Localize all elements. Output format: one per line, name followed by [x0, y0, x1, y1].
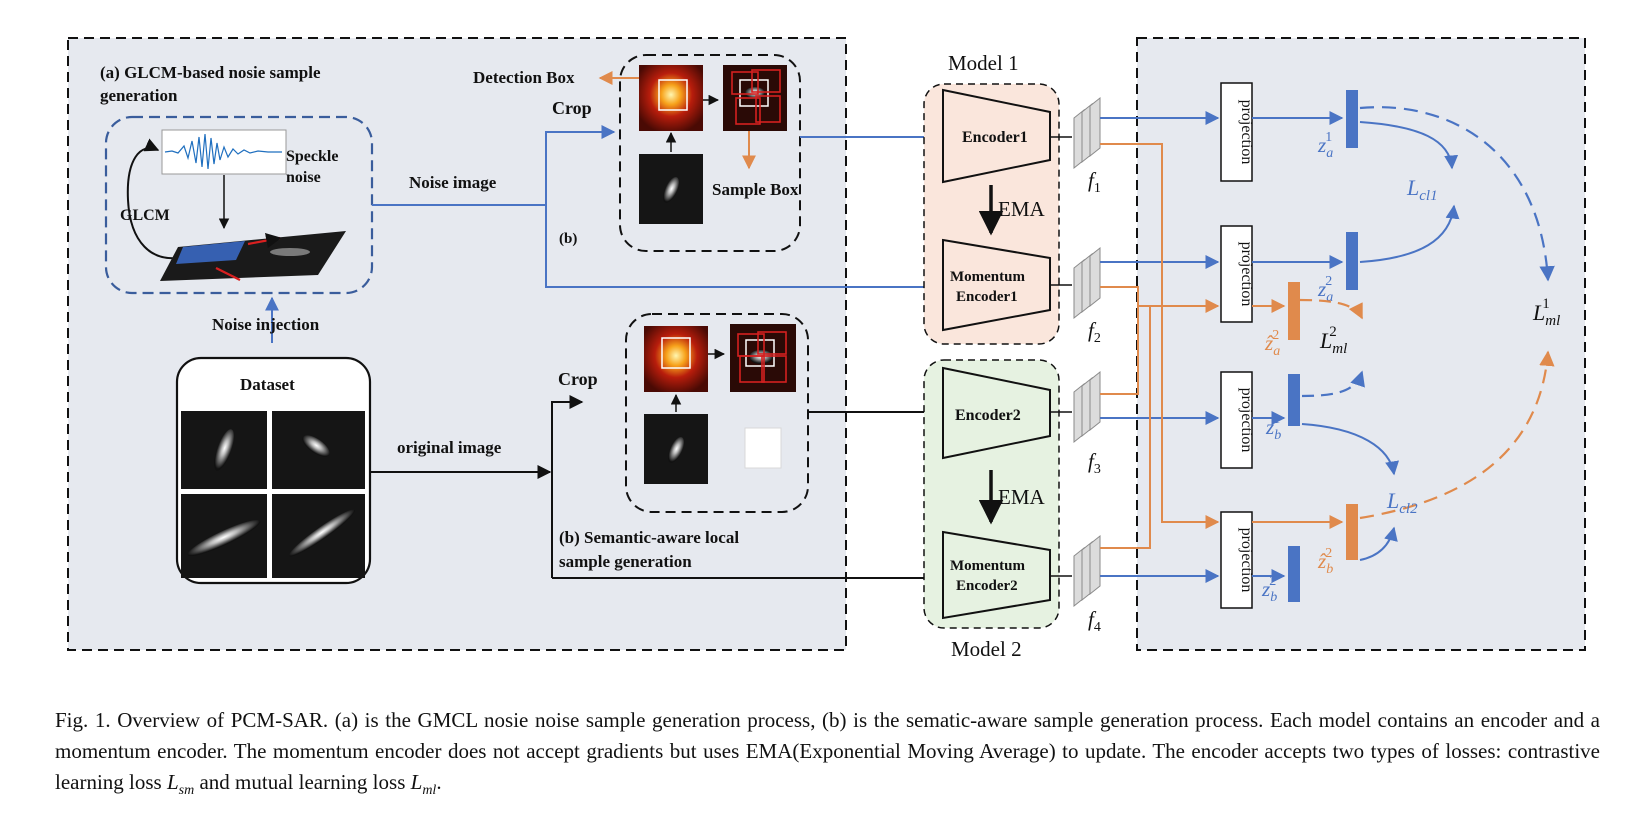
svg-text:projection: projection	[1238, 100, 1255, 165]
caption-text-2: and mutual learning loss	[194, 770, 411, 794]
z-b2-bar	[1288, 546, 1300, 602]
sar-ground-plane	[160, 231, 346, 281]
z-a1-bar	[1346, 90, 1358, 148]
momentum-encoder2-shape	[942, 530, 1051, 620]
momentum2-label-1: Momentum	[950, 558, 1025, 574]
l-ml1-label: Lml1	[1532, 296, 1560, 329]
encoder2-label: Encoder2	[955, 407, 1021, 424]
momentum2-label-2: Encoder2	[956, 578, 1018, 594]
z-a2-label: za2	[1317, 274, 1333, 305]
sample-box-label: Sample Box	[712, 180, 799, 199]
projection-3: projection	[1220, 371, 1255, 469]
encoder1-label: Encoder1	[962, 129, 1028, 146]
original-image-label: original image	[397, 438, 502, 457]
encoder2-shape	[942, 366, 1051, 460]
z-a2-bar	[1346, 232, 1358, 290]
crop-box-top	[619, 54, 801, 252]
speckle-label-1: Speckle	[286, 148, 338, 165]
noise-image-label: Noise image	[409, 173, 497, 192]
caption-lsm: Lsm	[166, 770, 195, 799]
figure-caption: Fig. 1. Overview of PCM-SAR. (a) is the …	[55, 705, 1600, 806]
projection-4: projection	[1220, 511, 1255, 609]
encoder1-shape	[942, 88, 1051, 184]
z-b1-label: zb1	[1265, 412, 1281, 443]
zhat-a2-bar	[1288, 282, 1300, 340]
ema-label-2: EMA	[998, 485, 1046, 509]
crop-label-bottom: Crop	[558, 369, 598, 389]
svg-text:projection: projection	[1238, 528, 1255, 593]
panel-a-title-2: generation	[100, 86, 178, 105]
f4-label: f4	[1088, 607, 1101, 635]
noise-injection-label: Noise injection	[212, 315, 320, 334]
z-a1-label: za1	[1317, 130, 1333, 161]
ema-label-1: EMA	[998, 197, 1046, 221]
momentum-encoder1-shape	[942, 238, 1051, 332]
caption-text-1: Fig. 1. Overview of PCM-SAR. (a) is the …	[55, 708, 1600, 794]
zhat-b2-label: ẑb2	[1317, 546, 1333, 577]
momentum1-label-1: Momentum	[950, 269, 1025, 285]
glcm-label: GLCM	[120, 207, 170, 224]
l-cl1-label: Lcl1	[1406, 175, 1438, 204]
l-cl2-label: Lcl2	[1386, 488, 1418, 517]
momentum1-label-2: Encoder1	[956, 289, 1018, 305]
z-b2-label: zb2	[1261, 574, 1277, 605]
f2-label: f2	[1088, 318, 1101, 346]
projection-1: projection	[1220, 82, 1255, 182]
feature-stacks	[1073, 96, 1101, 608]
svg-text:projection: projection	[1238, 242, 1255, 307]
f1-label: f1	[1088, 168, 1101, 196]
caption-text-3: .	[436, 770, 442, 794]
caption-lml: Lml	[410, 770, 437, 799]
crop-label-top: Crop	[552, 98, 592, 118]
right-panel	[1136, 37, 1586, 651]
model1-label: Model 1	[948, 51, 1019, 75]
model2-label: Model 2	[951, 637, 1022, 661]
panel-a-title-1: (a) GLCM-based nosie sample	[100, 63, 321, 82]
panel-b-title-2: sample generation	[559, 552, 692, 571]
panel-b-title-1: (b) Semantic-aware local	[559, 528, 739, 547]
detection-box-label: Detection Box	[473, 68, 575, 87]
z-b1-bar	[1288, 374, 1300, 426]
dataset-images	[181, 411, 365, 578]
f3-label: f3	[1088, 449, 1101, 477]
zhat-a2-label: ẑa2	[1264, 328, 1280, 359]
speckle-noise-plot	[161, 129, 287, 175]
l-ml2-label: Lml2	[1319, 324, 1347, 357]
speckle-label-2: noise	[286, 169, 321, 186]
zhat-b2-bar	[1346, 504, 1358, 560]
projection-2: projection	[1220, 225, 1255, 323]
dataset-label: Dataset	[240, 375, 295, 394]
b-label: (b)	[559, 231, 577, 247]
svg-text:projection: projection	[1238, 388, 1255, 453]
